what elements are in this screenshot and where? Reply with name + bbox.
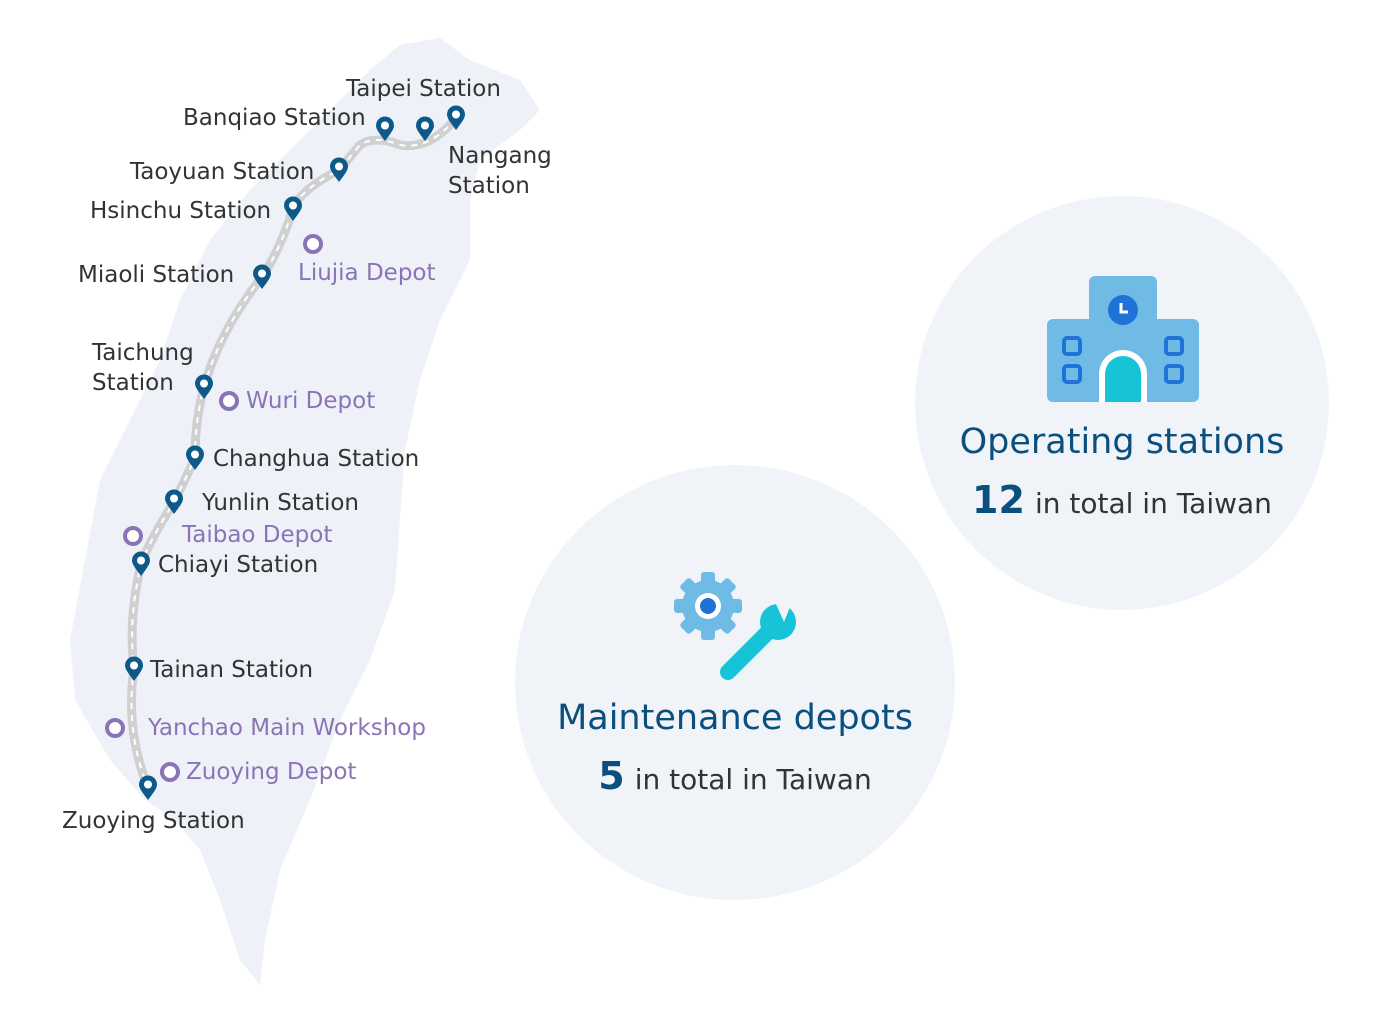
maintenance-depots-count-line: 5 in total in Taiwan: [515, 754, 955, 798]
depot-marker-icon: [123, 526, 143, 546]
depot-marker-icon: [160, 762, 180, 782]
maintenance-depots-suffix: in total in Taiwan: [634, 763, 872, 796]
operating-stations-title: Operating stations: [959, 422, 1285, 462]
station-pin-icon: [415, 116, 435, 142]
maintenance-depots-count: 5: [598, 754, 625, 798]
station-pin-icon: [283, 196, 303, 222]
gear-wrench-icon: [674, 572, 796, 680]
operating-stations-suffix: in total in Taiwan: [1034, 487, 1272, 520]
station-pin-icon: [131, 551, 151, 577]
operating-stations-count-line: 12 in total in Taiwan: [915, 478, 1329, 522]
station-pin-icon: [252, 264, 272, 290]
depot-label-liujia: Liujia Depot: [298, 260, 436, 286]
station-label-banqiao: Banqiao Station: [183, 105, 366, 131]
operating-stations-count: 12: [972, 478, 1025, 522]
maintenance-depots-card: [515, 465, 955, 900]
station-label-taichung-2: Station: [92, 370, 174, 396]
station-label-zuoying: Zuoying Station: [62, 808, 245, 834]
depot-label-yanchao: Yanchao Main Workshop: [148, 715, 426, 741]
station-pin-icon: [329, 157, 349, 183]
station-label-chiayi: Chiayi Station: [158, 552, 319, 578]
station-pin-icon: [194, 374, 214, 400]
maintenance-depots-title: Maintenance depots: [557, 698, 913, 738]
station-label-nangang-1: Nangang: [448, 143, 552, 169]
station-label-yunlin: Yunlin Station: [202, 490, 360, 516]
station-pin-icon: [138, 775, 158, 801]
depot-marker-icon: [105, 718, 125, 738]
operating-stations-card: [915, 196, 1329, 610]
station-label-hsinchu: Hsinchu Station: [90, 198, 272, 224]
station-label-miaoli: Miaoli Station: [78, 262, 235, 288]
station-label-nangang-2: Station: [448, 173, 530, 199]
station-label-tainan: Tainan Station: [150, 657, 314, 683]
station-pin-icon: [375, 116, 395, 142]
depot-marker-icon: [219, 391, 239, 411]
depot-label-taibao: Taibao Depot: [182, 522, 333, 548]
depot-marker-icon: [303, 234, 323, 254]
station-label-changhua: Changhua Station: [213, 446, 420, 472]
station-pin-icon: [164, 489, 184, 515]
station-pin-icon: [446, 105, 466, 131]
station-pin-icon: [185, 445, 205, 471]
station-building-icon: [1047, 276, 1199, 402]
station-label-taipei: Taipei Station: [346, 76, 501, 102]
station-label-taichung-1: Taichung: [92, 340, 194, 366]
station-pin-icon: [124, 656, 144, 682]
taiwan-island-shape: [70, 38, 540, 985]
depot-label-wuri: Wuri Depot: [246, 388, 376, 414]
station-label-taoyuan: Taoyuan Station: [130, 159, 315, 185]
depot-label-zuoying: Zuoying Depot: [186, 759, 357, 785]
